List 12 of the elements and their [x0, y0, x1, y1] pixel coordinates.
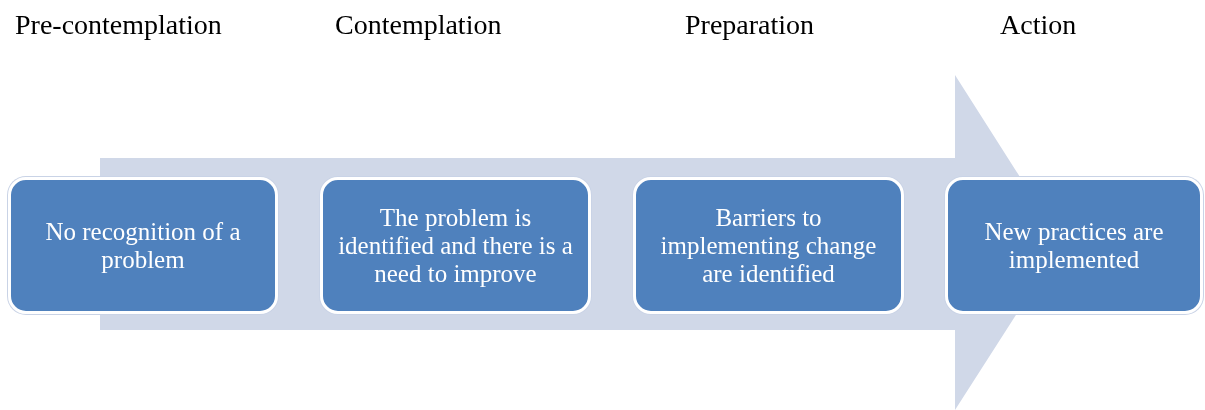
stage-description: Barriers to implementing change are identified	[659, 203, 878, 288]
stage-description: The problem is identified and there is a need to improve	[337, 203, 574, 288]
stage-label: Contemplation	[335, 8, 502, 42]
stage-label: Action	[1000, 8, 1077, 42]
stage-box	[945, 177, 1203, 314]
stage-box	[633, 177, 904, 314]
stage-description: No recognition of a problem	[44, 217, 242, 274]
stage-box	[320, 177, 591, 314]
stage-box	[8, 177, 278, 314]
stage-label: Pre-contemplation	[15, 8, 222, 42]
stage-label: Preparation	[685, 8, 815, 42]
stage-description: New practices are implemented	[983, 217, 1165, 274]
